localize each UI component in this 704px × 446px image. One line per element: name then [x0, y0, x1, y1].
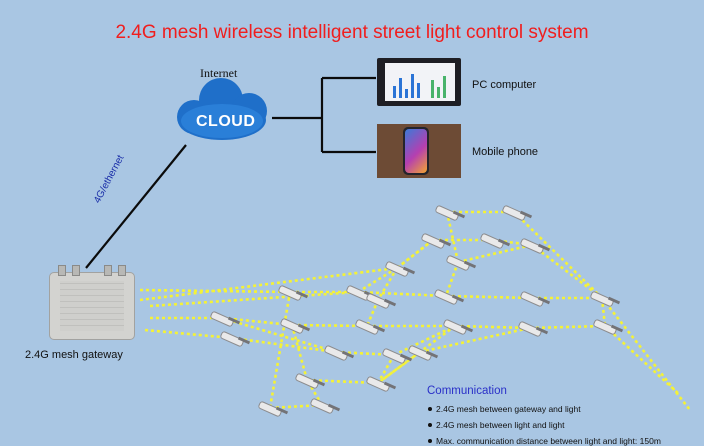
mesh-link-line — [268, 291, 292, 409]
communication-item: 2.4G mesh between light and light — [427, 420, 565, 430]
mesh-link-line — [445, 294, 533, 300]
mesh-link-line — [600, 297, 607, 327]
street-light-icon — [219, 330, 251, 348]
pc-computer-image — [377, 58, 461, 106]
mesh-link-line — [513, 211, 603, 299]
mobile-phone-label: Mobile phone — [472, 146, 539, 158]
gateway-label: 2.4G mesh gateway — [25, 349, 123, 361]
cloud-label: CLOUD — [196, 113, 256, 130]
mesh-link-line — [604, 325, 681, 396]
street-light-icon — [501, 204, 533, 222]
gateway-to-cloud-wire — [85, 144, 187, 269]
communication-item: 2.4G mesh between gateway and light — [427, 404, 581, 414]
street-light-icon — [384, 260, 416, 278]
internet-label: Internet — [200, 66, 238, 80]
communication-item: Max. communication distance between ligh… — [427, 436, 661, 446]
mesh-link-line — [139, 266, 398, 302]
mobile-phone-image — [377, 124, 461, 178]
mesh-link-line — [221, 316, 337, 354]
street-light-icon — [209, 310, 241, 328]
street-light-icon — [589, 290, 621, 308]
mesh-link-line — [457, 243, 533, 264]
street-light-icon — [420, 232, 452, 250]
street-light-icon — [365, 292, 397, 310]
street-light-icon — [277, 284, 309, 302]
mesh-link-line — [139, 288, 291, 294]
cloud-to-devices-wire — [272, 76, 376, 154]
mesh-link-line — [444, 261, 460, 297]
street-light-icon — [592, 318, 624, 336]
street-light-icon — [442, 318, 474, 336]
mesh-link-line — [376, 354, 396, 384]
mesh-link-line — [377, 350, 421, 385]
mesh-link-line — [376, 267, 399, 301]
street-light-icon — [434, 204, 466, 222]
mesh-link-line — [149, 290, 359, 308]
communication-heading: Communication — [427, 385, 507, 397]
street-light-icon — [519, 237, 551, 255]
mesh-link-line — [531, 243, 603, 300]
mesh-link-line — [529, 324, 606, 330]
street-light-icon — [519, 290, 551, 308]
cloud-icon — [177, 78, 267, 140]
mesh-link-line — [357, 266, 398, 294]
gateway-device-image — [49, 265, 135, 340]
street-light-icon — [517, 320, 549, 338]
street-light-icon — [309, 397, 341, 415]
street-light-icon — [257, 400, 289, 418]
mesh-link-line — [377, 324, 456, 385]
diagram-title: 2.4G mesh wireless intelligent street li… — [115, 22, 589, 43]
street-light-icon — [433, 288, 465, 306]
street-light-icon — [323, 344, 355, 362]
street-light-icon — [294, 372, 326, 390]
mesh-link-line — [396, 238, 434, 270]
mesh-link-line — [600, 297, 692, 411]
mesh-link-line — [393, 324, 456, 357]
mesh-link-line — [365, 299, 380, 327]
mesh-link-line — [419, 326, 531, 354]
street-light-icon — [445, 254, 477, 272]
mesh-link-line — [357, 290, 447, 298]
mesh-link-line — [445, 211, 460, 263]
mesh-link-line — [144, 328, 233, 340]
pc-computer-label: PC computer — [472, 79, 537, 91]
street-light-icon — [407, 344, 439, 362]
street-light-icon — [354, 318, 386, 336]
street-light-icon — [479, 232, 511, 250]
street-light-icon — [365, 375, 397, 393]
street-light-icon — [279, 317, 311, 335]
